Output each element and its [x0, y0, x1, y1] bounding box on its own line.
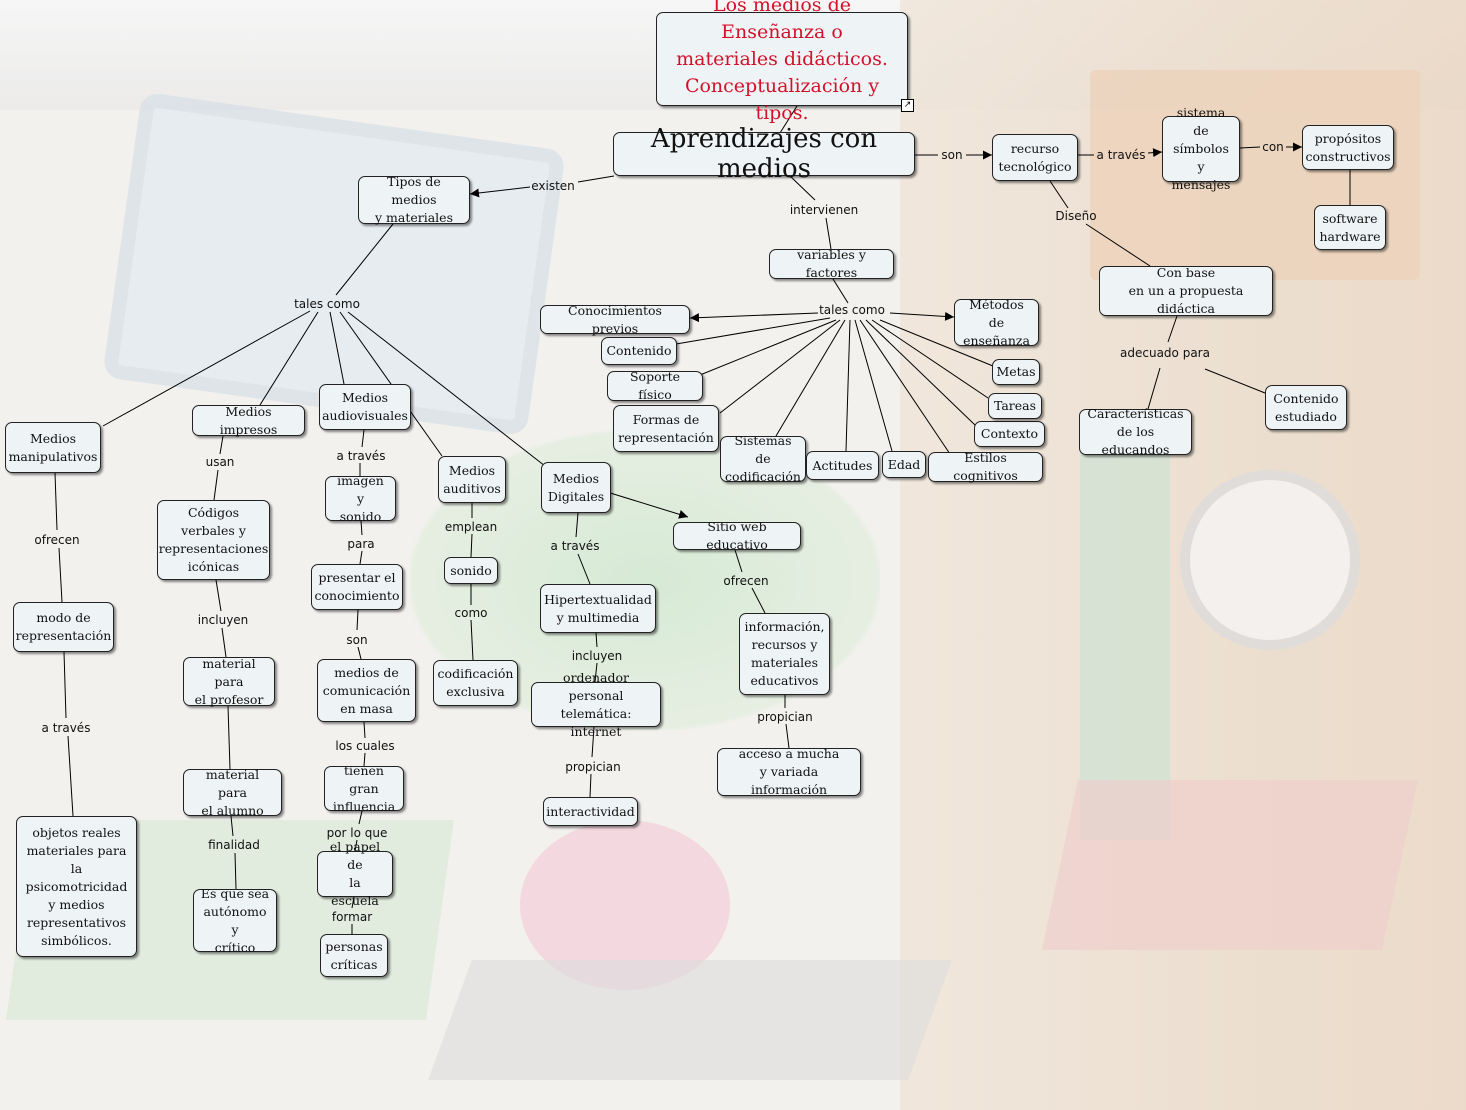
node-ordenador-personal[interactable]: ordenador personal telemática: internet — [531, 670, 661, 739]
central-concept-node[interactable]: Aprendizajes con medios — [613, 124, 915, 184]
node-tipos-medios[interactable]: Tipos de medios y materiales — [358, 174, 470, 225]
node-medios-comunicacion[interactable]: medios de comunicación en masa — [317, 659, 416, 722]
node-codificacion-exclusiva[interactable]: codificación exclusiva — [433, 660, 518, 706]
link-para: para — [347, 537, 375, 551]
node-objetos-reales[interactable]: objetos reales materiales para la psicom… — [16, 816, 137, 957]
node-sistema-simbolos[interactable]: sistema de símbolos y mensajes — [1162, 105, 1240, 192]
node-contexto[interactable]: Contexto — [974, 421, 1045, 447]
node-medios-audiovisuales[interactable]: Medios audiovisuales — [319, 384, 411, 430]
node-estilos-cognitivos[interactable]: Estilos cognitivos — [928, 450, 1043, 483]
node-hipertextualidad[interactable]: Hipertextualidad y multimedia — [540, 584, 656, 633]
node-codigos-verbales[interactable]: Códigos verbales y representaciones icón… — [157, 500, 270, 580]
link-a-traves-audiovisuales: a través — [336, 449, 386, 463]
link-existen: existen — [531, 179, 575, 193]
link-intervienen: intervienen — [789, 203, 859, 217]
external-link-icon[interactable]: ↗ — [901, 99, 914, 112]
link-formar: formar — [331, 910, 373, 924]
node-caracteristicas[interactable]: Características de los educandos — [1079, 406, 1192, 457]
node-medios-digitales[interactable]: Medios Digitales — [541, 462, 611, 513]
node-acceso-informacion[interactable]: acceso a mucha y variada información — [717, 746, 861, 797]
node-medios-manipulativos[interactable]: Medios manipulativos — [5, 422, 101, 473]
node-tareas[interactable]: Tareas — [988, 393, 1042, 419]
node-medios-impresos[interactable]: Medios impresos — [192, 404, 305, 437]
node-variables-factores[interactable]: variables y factores — [769, 247, 894, 280]
node-propositos[interactable]: propósitos constructivos — [1302, 125, 1394, 170]
node-actitudes[interactable]: Actitudes — [806, 451, 879, 480]
link-con: con — [1262, 140, 1284, 154]
link-diseno: Diseño — [1055, 209, 1097, 223]
node-edad[interactable]: Edad — [882, 451, 926, 478]
node-formas-representacion[interactable]: Formas de representación — [613, 405, 719, 452]
node-sonido[interactable]: sonido — [444, 557, 498, 584]
node-contenido-estudiado[interactable]: Contenido estudiado — [1265, 385, 1347, 430]
node-personas-criticas[interactable]: personas críticas — [320, 934, 388, 977]
node-material-alumno[interactable]: material para el alumno — [183, 767, 282, 818]
link-propician-sitio: propician — [757, 710, 813, 724]
link-a-traves-manipulativos: a través — [41, 721, 91, 735]
node-presentar-conocimiento[interactable]: presentar el conocimiento — [311, 564, 403, 610]
node-informacion-recursos[interactable]: información, recursos y materiales educa… — [739, 613, 830, 695]
node-interactividad[interactable]: interactividad — [543, 797, 638, 826]
link-son: son — [941, 148, 963, 162]
link-tales-como-tipos: tales como — [294, 297, 360, 311]
node-papel-escuela[interactable]: el papel de la escuela — [317, 839, 393, 908]
node-metodos-ensenanza[interactable]: Métodos de enseñanza — [954, 297, 1039, 348]
link-usan: usan — [205, 455, 235, 469]
link-ofrecen-sitio: ofrecen — [723, 574, 769, 588]
link-los-cuales: los cuales — [335, 739, 395, 753]
node-modo-representacion[interactable]: modo de representación — [13, 602, 114, 652]
link-a-traves-digitales: a través — [550, 539, 600, 553]
link-como: como — [454, 606, 488, 620]
node-sistemas-codificacion[interactable]: Sistemas de codificación — [720, 433, 806, 484]
node-sitio-web[interactable]: Sitio web educativo — [673, 519, 801, 552]
link-adecuado-para: adecuado para — [1120, 346, 1210, 360]
link-incluyen-impresos: incluyen — [197, 613, 249, 627]
link-ofrecen-manipulativos: ofrecen — [34, 533, 80, 547]
link-son-audiovisuales: son — [346, 633, 368, 647]
link-emplean: emplean — [444, 520, 498, 534]
node-con-base[interactable]: Con base en un a propuesta didáctica — [1099, 265, 1273, 316]
link-incluyen-digitales: incluyen — [571, 649, 623, 663]
node-gran-influencia[interactable]: tienen gran influencia — [324, 763, 404, 814]
node-medios-auditivos[interactable]: Medios auditivos — [438, 456, 506, 503]
node-imagen-sonido[interactable]: imagen y sonido — [325, 473, 396, 524]
link-finalidad: finalidad — [208, 838, 260, 852]
link-por-lo-que: por lo que — [326, 826, 388, 840]
node-autonomo-critico[interactable]: Es que sea autónomo y crítico — [193, 886, 277, 955]
node-soporte-fisico[interactable]: Soporte físico — [607, 369, 703, 402]
map-title-node[interactable]: Los medios de Enseñanza o materiales did… — [656, 0, 908, 124]
link-propician-digitales: propician — [565, 760, 621, 774]
node-conocimientos-previos[interactable]: Conocimientos previos — [540, 303, 690, 336]
link-a-traves-recurso: a través — [1096, 148, 1146, 162]
link-tales-como-factores: tales como — [819, 303, 885, 317]
node-material-profesor[interactable]: material para el profesor — [183, 656, 275, 707]
node-software-hardware[interactable]: software hardware — [1314, 205, 1386, 250]
node-contenido[interactable]: Contenido — [601, 337, 677, 365]
node-recurso-tecnologico[interactable]: recurso tecnológico — [992, 134, 1078, 181]
node-metas[interactable]: Metas — [992, 359, 1040, 385]
